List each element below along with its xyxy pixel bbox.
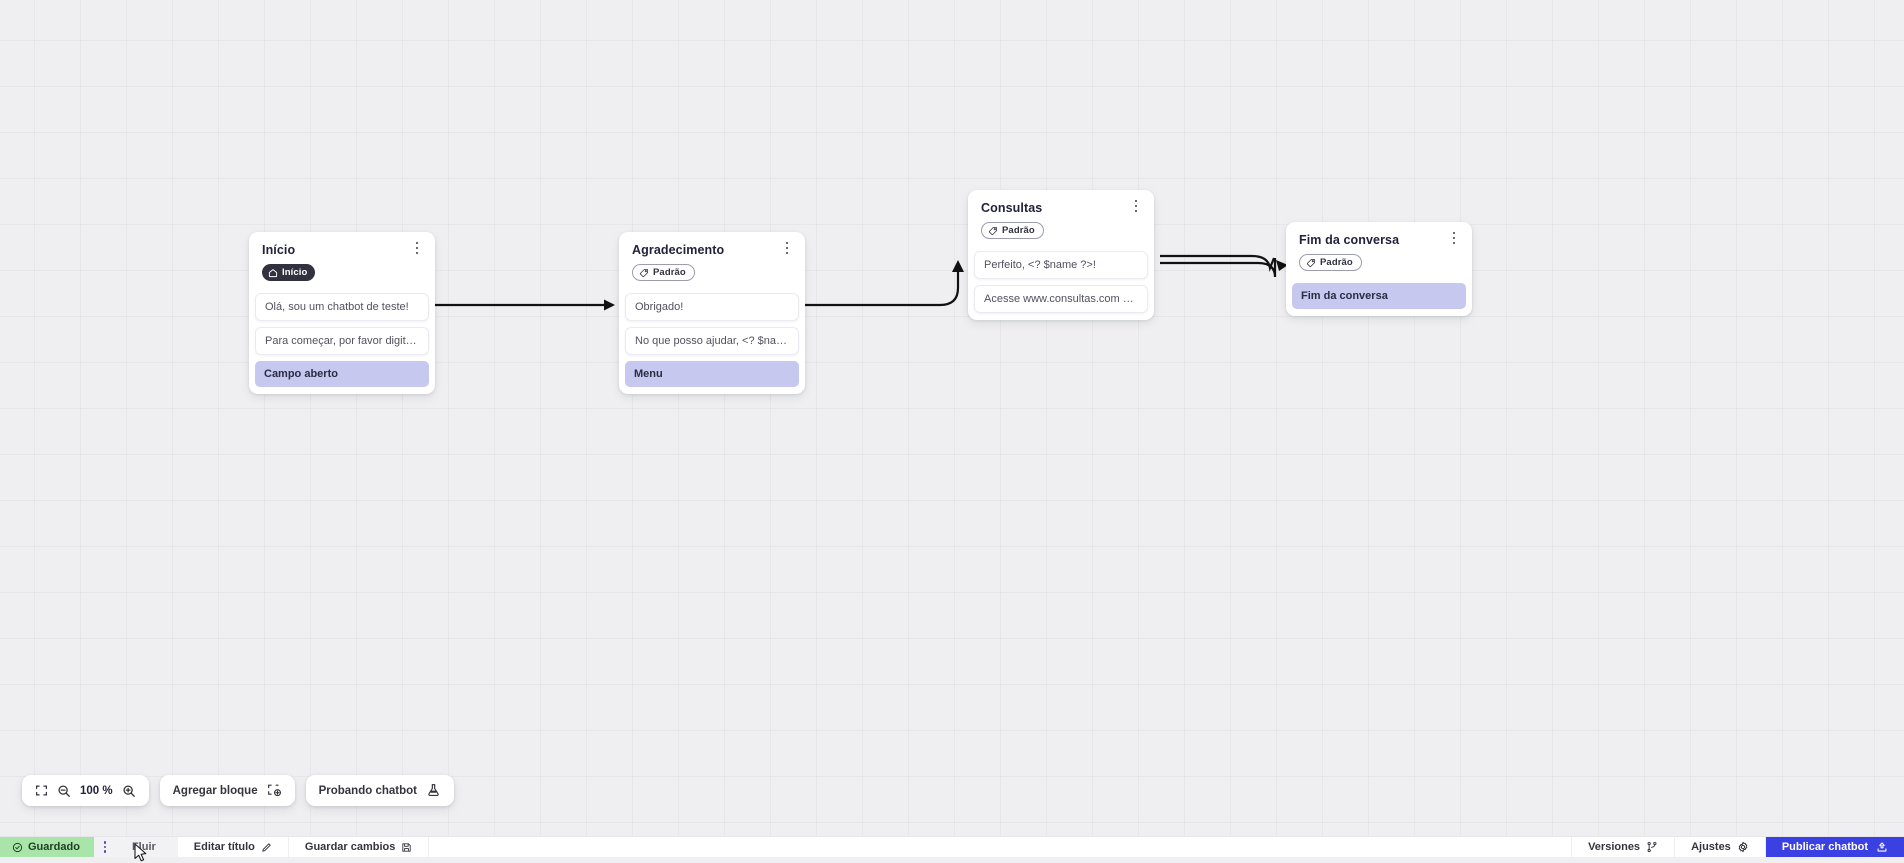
message-bubble[interactable]: Olá, sou um chatbot de teste!	[255, 293, 429, 321]
kebab-menu-icon[interactable]	[779, 238, 795, 258]
settings-label: Ajustes	[1691, 841, 1731, 853]
connector-layer-2	[0, 0, 1904, 836]
tag-icon	[988, 226, 998, 236]
settings-button[interactable]: Ajustes	[1675, 837, 1766, 857]
node-badge-row: Padrão	[968, 215, 1154, 251]
edge-consultas-to-fim-curve	[1160, 256, 1274, 268]
edit-title-label: Editar título	[194, 841, 255, 853]
fit-screen-icon[interactable]	[35, 784, 48, 797]
badge-label: Padrão	[653, 267, 686, 278]
message-bubble[interactable]: Perfeito, <? $name ?>!	[974, 251, 1148, 279]
badge-inicio[interactable]: Início	[262, 264, 315, 281]
message-bubble[interactable]: Acesse www.consultas.com par...	[974, 285, 1148, 313]
end-chip[interactable]: Fim da conversa	[1292, 283, 1466, 309]
save-changes-button[interactable]: Guardar cambios	[289, 837, 429, 857]
input-chip[interactable]: Campo aberto	[255, 361, 429, 387]
add-block-label: Agregar bloque	[173, 785, 258, 797]
node-badge-row: Início	[249, 257, 435, 293]
node-badge-row: Padrão	[619, 257, 805, 293]
message-bubble[interactable]: No que posso ajudar, <? $name ...	[625, 327, 799, 355]
node-body: Fim da conversa	[1286, 283, 1472, 316]
status-kebab-menu-icon[interactable]	[94, 837, 116, 857]
node-body: Perfeito, <? $name ?>! Acesse www.consul…	[968, 251, 1154, 320]
publish-label: Publicar chatbot	[1782, 841, 1868, 853]
node-header: Fim da conversa	[1286, 222, 1472, 247]
status-bar: Guardado Fluir Editar título Guardar cam…	[0, 836, 1904, 857]
check-circle-icon	[12, 842, 23, 853]
versions-label: Versiones	[1588, 841, 1640, 853]
message-bubble[interactable]: Obrigado!	[625, 293, 799, 321]
add-block-button[interactable]: Agregar bloque	[160, 775, 295, 806]
floppy-disk-icon	[401, 842, 412, 853]
status-bar-right: Versiones Ajustes Publicar chatbot	[1571, 837, 1904, 857]
versions-button[interactable]: Versiones	[1571, 837, 1675, 857]
edit-title-button[interactable]: Editar título	[178, 837, 289, 857]
node-title: Agradecimento	[632, 243, 792, 257]
input-chip[interactable]: Menu	[625, 361, 799, 387]
zoom-controls: 100 %	[22, 775, 149, 806]
node-title: Fim da conversa	[1299, 233, 1459, 247]
node-body: Obrigado! No que posso ajudar, <? $name …	[619, 293, 805, 394]
node-body: Olá, sou um chatbot de teste! Para começ…	[249, 293, 435, 394]
badge-label: Início	[282, 267, 307, 278]
kebab-menu-icon[interactable]	[1128, 196, 1144, 216]
upload-icon	[1876, 841, 1888, 853]
badge-label: Padrão	[1002, 225, 1035, 236]
node-badge-row: Padrão	[1286, 247, 1472, 283]
connector-layer	[0, 0, 1904, 836]
test-chatbot-button[interactable]: Probando chatbot	[306, 775, 454, 806]
kebab-menu-icon[interactable]	[409, 238, 425, 258]
node-header: Início	[249, 232, 435, 257]
test-chatbot-label: Probando chatbot	[319, 785, 417, 797]
node-fim-da-conversa[interactable]: Fim da conversa Padrão Fim da conversa	[1286, 222, 1472, 316]
message-bubble[interactable]: Para começar, por favor digite o ...	[255, 327, 429, 355]
node-title: Início	[262, 243, 422, 257]
tab-flow[interactable]: Fluir	[116, 837, 178, 857]
publish-chatbot-button[interactable]: Publicar chatbot	[1766, 837, 1904, 857]
status-bar-spacer	[429, 837, 1571, 857]
node-inicio[interactable]: Início Início Olá, sou um chatbot de tes…	[249, 232, 435, 394]
add-block-icon	[267, 783, 282, 798]
badge-label: Padrão	[1320, 257, 1353, 268]
gear-icon	[1737, 841, 1749, 853]
edge-agradecimento-to-consultas	[805, 268, 958, 305]
pencil-icon	[261, 842, 272, 853]
badge-padrao[interactable]: Padrão	[1299, 254, 1362, 271]
home-icon	[268, 268, 278, 278]
node-agradecimento[interactable]: Agradecimento Padrão Obrigado! No que po…	[619, 232, 805, 394]
flask-icon	[426, 783, 441, 798]
edge-consultas-to-fim	[1160, 258, 1275, 277]
node-header: Consultas	[968, 190, 1154, 215]
kebab-menu-icon[interactable]	[1446, 228, 1462, 248]
zoom-out-icon[interactable]	[57, 784, 71, 798]
status-badge-saved: Guardado	[0, 837, 94, 857]
flow-canvas[interactable]: Início Início Olá, sou um chatbot de tes…	[0, 0, 1904, 836]
badge-padrao[interactable]: Padrão	[632, 264, 695, 281]
zoom-level-value: 100 %	[80, 785, 113, 797]
flow-label: Fluir	[132, 841, 156, 853]
node-title: Consultas	[981, 201, 1141, 215]
node-consultas[interactable]: Consultas Padrão Perfeito, <? $name ?>! …	[968, 190, 1154, 320]
saved-label: Guardado	[28, 841, 80, 853]
arrowhead-consultas	[952, 260, 964, 272]
save-changes-label: Guardar cambios	[305, 841, 395, 853]
node-header: Agradecimento	[619, 232, 805, 257]
arrowhead-agradecimento	[604, 300, 615, 311]
branch-icon	[1646, 841, 1658, 853]
zoom-in-icon[interactable]	[122, 784, 136, 798]
tag-icon	[639, 268, 649, 278]
canvas-toolbar: 100 % Agregar bloque Probando chatbot	[22, 775, 454, 806]
badge-padrao[interactable]: Padrão	[981, 222, 1044, 239]
tag-icon	[1306, 258, 1316, 268]
